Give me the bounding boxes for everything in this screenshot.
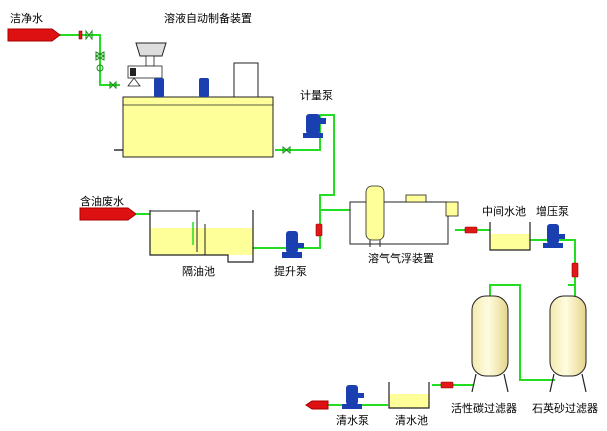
label-separator-tank: 隔油池: [182, 265, 215, 278]
label-lift-pump: 提升泵: [274, 265, 307, 278]
pipe-clean-water-feed: [60, 34, 120, 86]
clean-water-pool: [388, 382, 430, 409]
gate-valve-icon: [85, 29, 93, 41]
label-flotation-unit: 溶气气浮装置: [368, 252, 434, 265]
gate-valve-icon: [109, 80, 117, 90]
label-clean-water-pool: 清水池: [395, 414, 428, 427]
flotation-unit: [349, 185, 459, 247]
hopper: [135, 42, 167, 57]
label-oily-wastewater: 含油废水: [80, 195, 124, 208]
intermediate-pool: [489, 222, 531, 251]
outlet-pipe-icon: [305, 400, 329, 410]
label-intermediate-pool: 中间水池: [482, 205, 526, 218]
control-cabinet: [233, 62, 259, 98]
inlet-pipe-icon: [7, 28, 61, 42]
oil-separator-tank: [149, 210, 254, 263]
label-quartz-sand-filter: 石英砂过滤器: [532, 402, 598, 415]
mixer-motor: [154, 78, 164, 97]
label-clean-water-pump: 清水泵: [336, 414, 369, 427]
label-metering-pump: 计量泵: [300, 89, 333, 102]
activated-carbon-filter: [471, 295, 509, 393]
pipe-quartz-to-carbon: [489, 284, 555, 381]
inlet-clean-water: [7, 28, 61, 42]
inlet-oily-wastewater: [79, 207, 150, 221]
pipe-separator-outlet: [252, 209, 350, 249]
centrifugal-pump-icon: [543, 224, 565, 248]
label-activated-carbon-filter: 活性碳过滤器: [451, 402, 517, 415]
inlet-pipe-icon: [79, 207, 137, 221]
dosing-tank: [122, 96, 274, 158]
gate-valve-icon: [282, 145, 291, 155]
pipe-dosing-outlet: [275, 114, 335, 210]
label-dosing-unit: 溶液自动制备装置: [164, 12, 252, 25]
centrifugal-pump-icon: [303, 114, 326, 138]
outlet-clean-water: [305, 400, 329, 410]
mixer-motor: [199, 78, 209, 97]
centrifugal-pump-icon: [282, 231, 304, 258]
quartz-sand-filter: [549, 295, 587, 393]
inline-fittings: [78, 30, 579, 389]
label-booster-pump: 增压泵: [536, 205, 569, 218]
dosing-unit: [114, 42, 274, 158]
centrifugal-pump-icon: [342, 385, 364, 409]
label-clean-water: 洁净水: [10, 12, 43, 25]
gate-valve-icon: [94, 51, 106, 72]
